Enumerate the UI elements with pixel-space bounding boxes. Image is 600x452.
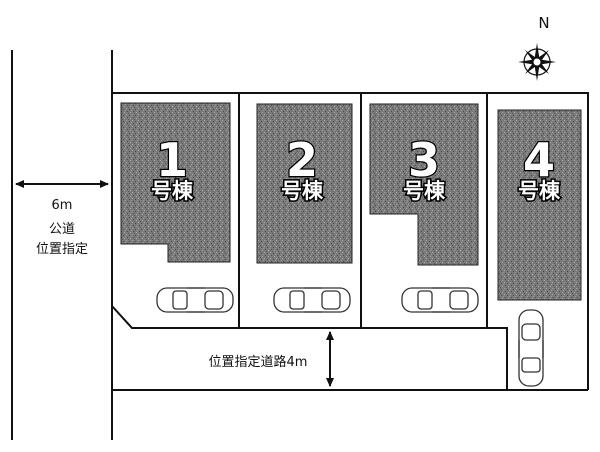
car-icon-lot-2: [273, 287, 351, 313]
lot-3-number: 3: [408, 133, 440, 187]
compass-icon: [518, 43, 556, 81]
public-road-designation-label: 位置指定: [36, 242, 88, 257]
car-icon-lot-4: [518, 309, 544, 387]
public-road-width-label: 6m: [52, 198, 73, 213]
lot-1-suffix: 号棟: [151, 179, 194, 203]
building-4: [497, 109, 582, 301]
public-road-type-label: 公道: [49, 222, 75, 237]
building-2: [256, 103, 353, 264]
lot-4-suffix: 号棟: [518, 179, 561, 203]
building-3: [369, 103, 479, 266]
lot-4-number: 4: [523, 133, 555, 187]
compass-north-label: N: [538, 14, 549, 32]
private-road-label: 位置指定道路4m: [209, 354, 308, 370]
lot-2-number: 2: [286, 133, 318, 187]
site-boundary: [111, 92, 589, 391]
lot-1-number: 1: [156, 133, 188, 187]
lot-2-suffix: 号棟: [281, 179, 324, 203]
building-1: [120, 102, 231, 263]
car-icon-lot-1: [156, 287, 234, 313]
car-icon-lot-3: [401, 287, 479, 313]
lot-3-suffix: 号棟: [403, 179, 446, 203]
